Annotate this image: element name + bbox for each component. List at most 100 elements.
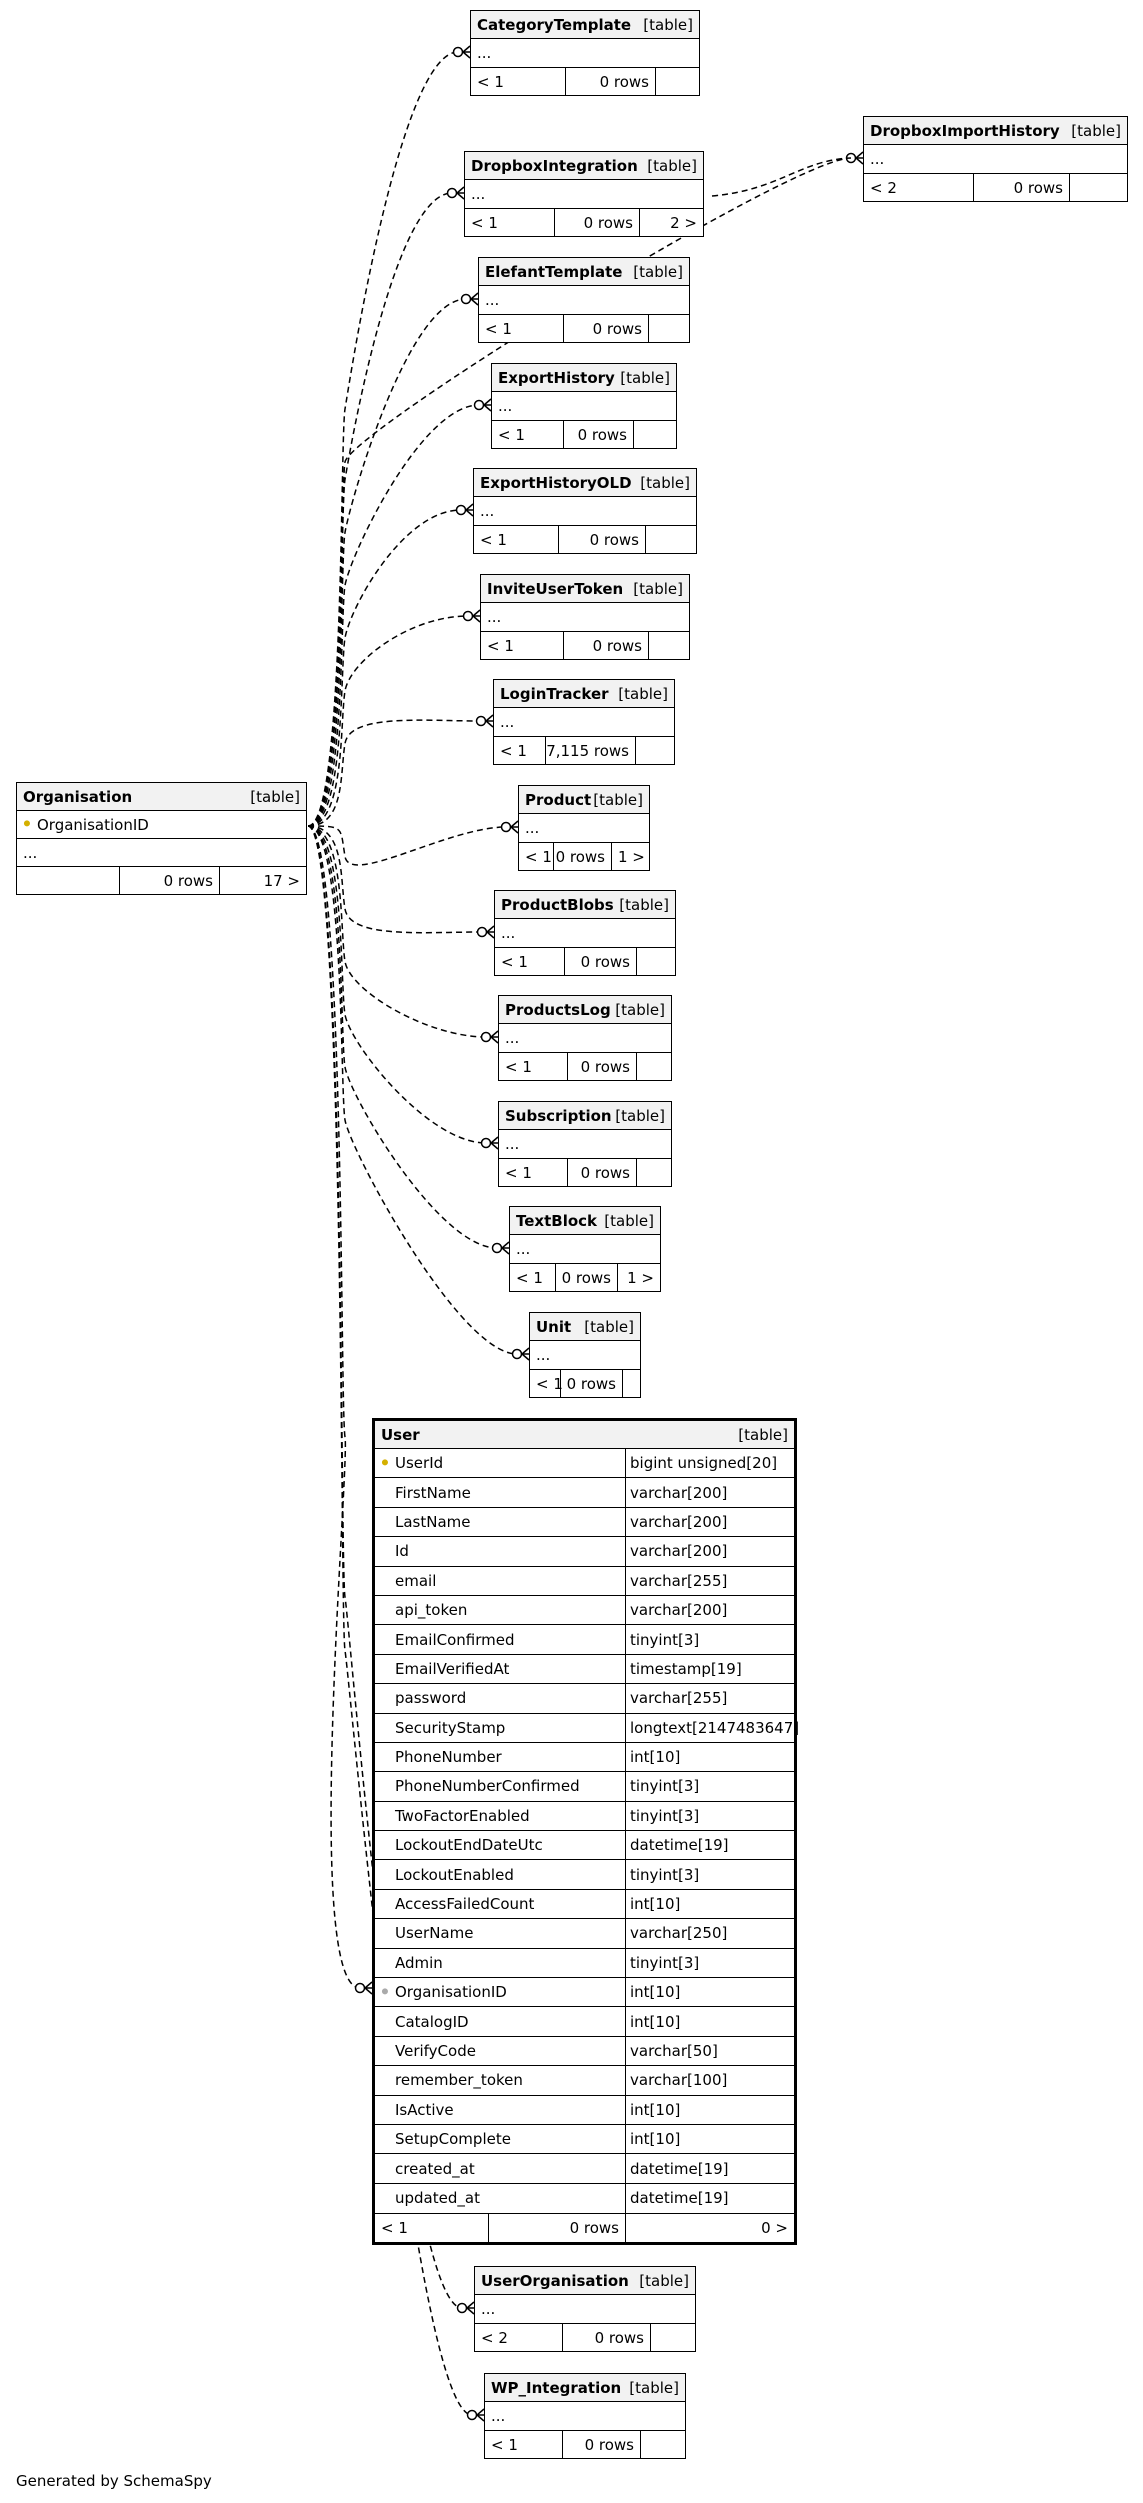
- row-count: 0 rows: [489, 2214, 626, 2243]
- parents-count[interactable]: < 1: [465, 209, 555, 236]
- many-marker: [466, 2301, 475, 2315]
- table-kind: [table]: [250, 787, 300, 806]
- children-count[interactable]: [649, 315, 689, 342]
- more-columns-row: ...: [499, 1024, 671, 1052]
- children-count[interactable]: [637, 948, 675, 975]
- children-count[interactable]: [651, 2324, 695, 2351]
- children-count[interactable]: [649, 632, 689, 659]
- edge-to-elefanttemplate: [307, 298, 467, 827]
- children-count[interactable]: 1 >: [618, 847, 645, 866]
- column-row[interactable]: ⚫ OrganisationID: [17, 811, 306, 839]
- parents-count[interactable]: < 1: [474, 526, 559, 553]
- parents-count[interactable]: < 1: [499, 1159, 568, 1186]
- parents-count[interactable]: < 1: [495, 948, 565, 975]
- children-count[interactable]: [634, 421, 676, 448]
- optional-marker: [480, 1031, 492, 1043]
- children-count[interactable]: [637, 1159, 671, 1186]
- parents-count[interactable]: < 1: [471, 68, 566, 95]
- table-footer: 0 rows 17 >: [17, 867, 306, 894]
- optional-marker: [500, 821, 512, 833]
- children-count[interactable]: 17 >: [263, 871, 300, 890]
- children-count[interactable]: [641, 2431, 685, 2458]
- parents-count[interactable]: < 1: [499, 1053, 568, 1080]
- many-marker: [364, 1981, 373, 1995]
- parents-count[interactable]: < 1: [519, 843, 554, 870]
- edge-to-subscription: [307, 825, 487, 1144]
- parents-count[interactable]: < 1: [375, 2214, 489, 2243]
- parents-count[interactable]: < 1: [530, 1370, 563, 1397]
- children-count[interactable]: [656, 68, 699, 95]
- children-count[interactable]: [637, 1053, 671, 1080]
- children-count[interactable]: 2 >: [670, 213, 697, 232]
- parents-count[interactable]: < 1: [492, 421, 564, 448]
- column-name-cell: LockoutEnabled: [375, 1860, 626, 1889]
- children-count[interactable]: [623, 1370, 640, 1397]
- parents-count[interactable]: < 2: [475, 2324, 563, 2351]
- parents-count[interactable]: < 2: [864, 174, 974, 201]
- children-count[interactable]: [646, 526, 696, 553]
- table-kind: [table]: [618, 684, 668, 703]
- table-name: Subscription: [505, 1106, 612, 1125]
- parents-count[interactable]: < 1: [481, 632, 564, 659]
- parents-count[interactable]: < 1: [510, 1264, 556, 1291]
- column-type: bigint unsigned[20]: [630, 1454, 778, 1473]
- table-name: TextBlock: [516, 1211, 598, 1230]
- column-name: password: [395, 1689, 467, 1708]
- children-count[interactable]: [636, 737, 674, 764]
- table-organisation[interactable]: Organisation [table] ⚫ OrganisationID ..…: [16, 782, 307, 895]
- parents-count[interactable]: < 1: [485, 2431, 563, 2458]
- table-header: ExportHistory[table]: [492, 364, 676, 392]
- children-count[interactable]: [1070, 174, 1127, 201]
- children-count[interactable]: 0 >: [761, 2219, 788, 2238]
- table-name: InviteUserToken: [487, 579, 624, 598]
- parents-count[interactable]: < 1: [479, 315, 564, 342]
- parents-count[interactable]: < 1: [494, 737, 546, 764]
- children-count[interactable]: 1 >: [627, 1268, 654, 1287]
